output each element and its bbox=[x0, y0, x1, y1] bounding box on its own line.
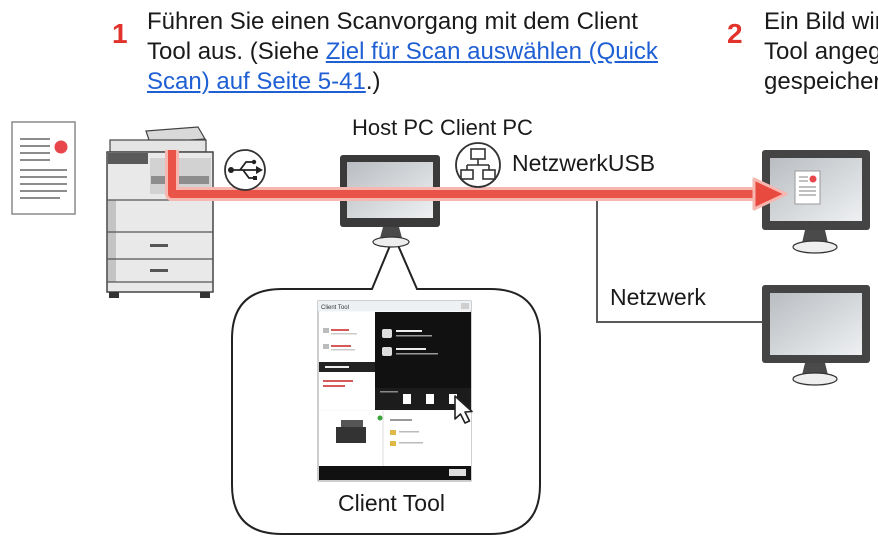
usb-icon bbox=[224, 149, 266, 191]
network-usb-label: NetzwerkUSB bbox=[512, 150, 656, 176]
client-pc-monitor-network bbox=[762, 285, 870, 386]
step-1-line-2: Tool aus. (Siehe Ziel für Scan auswählen… bbox=[147, 37, 658, 67]
client-tool-window-title: Client Tool bbox=[321, 305, 349, 311]
client-tool-label: Client Tool bbox=[338, 490, 445, 516]
step-2-line-1: Ein Bild wir bbox=[764, 8, 878, 35]
step-2-line-2: Tool angeg bbox=[764, 38, 878, 65]
quick-scan-reference-link-continued[interactable]: Scan) auf Seite 5-41 bbox=[147, 68, 366, 95]
step-2-text: Ein Bild wir Tool angeg gespeicher bbox=[764, 7, 878, 97]
window-close-icon bbox=[461, 303, 469, 309]
step-1-text: Führen Sie einen Scanvorgang mit dem Cli… bbox=[147, 7, 658, 97]
client-pc-monitor-usb bbox=[762, 150, 870, 254]
step-1-line-2-text: Tool aus. (Siehe bbox=[147, 38, 326, 65]
step-1-line-3: Scan) auf Seite 5-41.) bbox=[147, 67, 658, 97]
quick-scan-reference-link[interactable]: Ziel für Scan auswählen (Quick bbox=[325, 38, 658, 65]
network-icon bbox=[455, 142, 501, 188]
step-2-number: 2 bbox=[727, 18, 743, 49]
host-client-pc-label: Host PC Client PC bbox=[352, 115, 533, 140]
client-tool-screenshot: Client Tool bbox=[317, 300, 473, 482]
step-1-line-3-text: .) bbox=[365, 68, 381, 95]
document-icon bbox=[11, 121, 76, 215]
step-1-number: 1 bbox=[112, 18, 128, 49]
step-1-line-1: Führen Sie einen Scanvorgang mit dem Cli… bbox=[147, 8, 638, 35]
network-label: Netzwerk bbox=[610, 284, 706, 310]
mouse-cursor-icon bbox=[454, 395, 473, 424]
scan-data-arrow bbox=[165, 150, 788, 211]
step-2-line-3: gespeicher bbox=[764, 68, 878, 95]
mfp-printer-icon bbox=[106, 126, 214, 298]
